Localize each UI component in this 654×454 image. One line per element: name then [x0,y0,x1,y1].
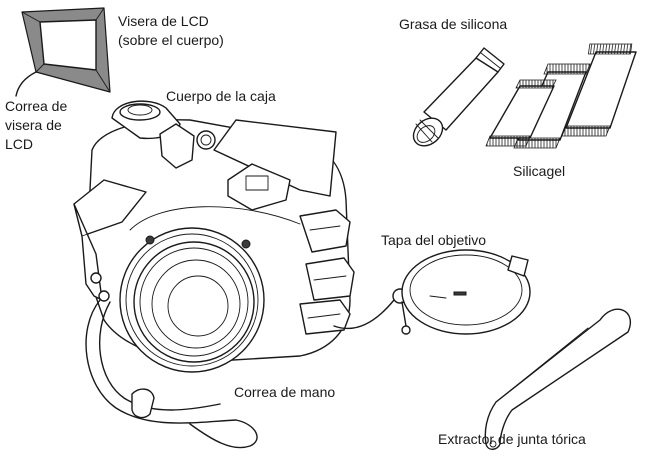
lens-cap-drawing [333,249,531,335]
label-silicagel: Silicagel [513,163,566,179]
label-lcd-hood-strap-line3: LCD [5,136,34,152]
silicagel-packets-drawing [485,43,637,149]
o-ring-remover-drawing [484,308,631,450]
label-lens-cap: Tapa del objetivo [381,232,487,248]
label-hand-strap: Correa de mano [234,384,336,400]
hand-strap-drawing [85,299,258,449]
lcd-hood-drawing [15,7,111,97]
label-silicone-grease: Grasa de silicona [399,16,508,32]
label-o-ring-remover: Extractor de junta tórica [438,431,586,447]
label-lcd-hood: Visera de LCD [118,13,209,29]
label-lcd-hood-strap-line2: visera de [5,117,62,133]
label-housing-body: Cuerpo de la caja [166,88,276,104]
label-lcd-hood-note: (sobre el cuerpo) [118,32,224,48]
housing-body-drawing [73,100,355,373]
silicone-grease-tube-drawing [412,47,505,147]
label-lcd-hood-strap-line1: Correa de [5,98,68,114]
